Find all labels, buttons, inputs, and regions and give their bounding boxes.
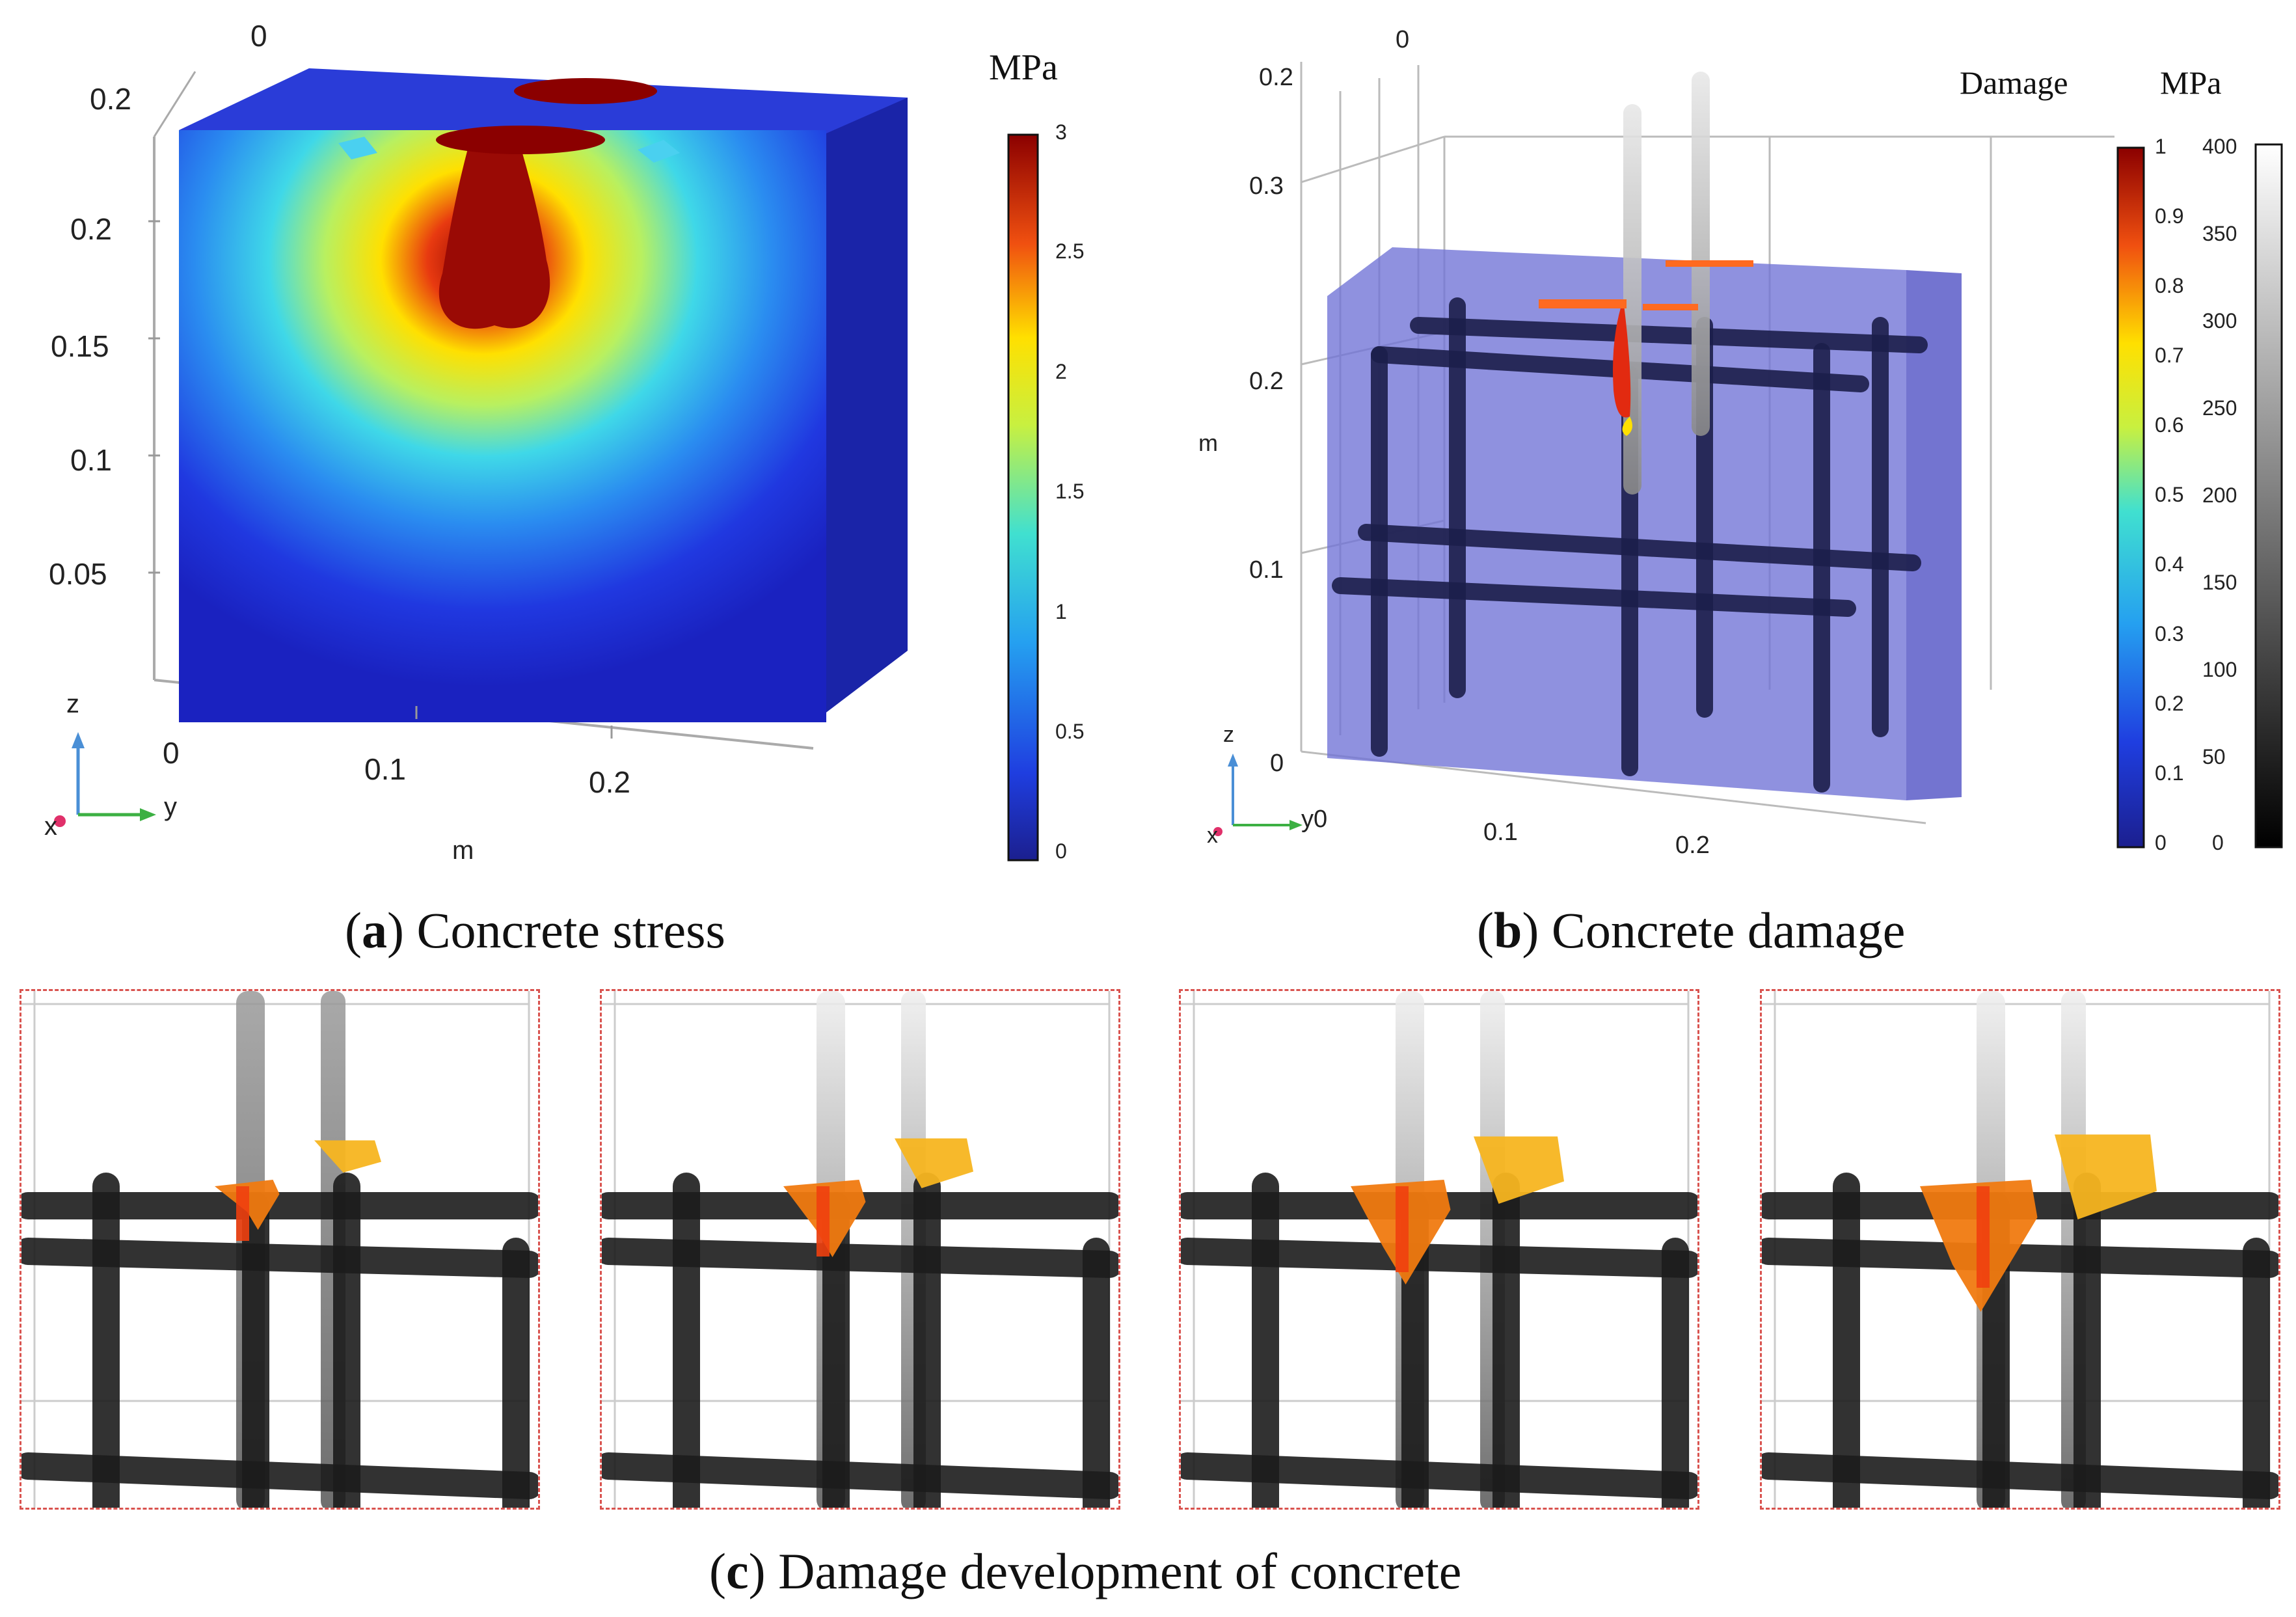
panel-b-y-tick: 0.2: [1675, 832, 1710, 859]
panel-b-damage-tick: 0.9: [2155, 204, 2184, 228]
panel-a-colorbar-tick: 1: [1055, 600, 1067, 623]
panel-b-steel-tick: 250: [2202, 396, 2237, 420]
panel-a-colorbar-tick: 0.5: [1055, 720, 1085, 743]
panel-b-y-origin: y0: [1301, 806, 1328, 833]
panel-b-z-tick: 0.2: [1259, 64, 1293, 91]
panel-a-axis-unit: m: [452, 836, 474, 865]
panel-b-z-tick: 0: [1270, 750, 1284, 777]
panel-b-triad-z: z: [1223, 722, 1234, 747]
panel-b-z-tick: 0.3: [1249, 172, 1284, 200]
panel-b-damage-title: Damage: [1960, 64, 2068, 101]
panel-a-z-tick: 0.2: [90, 82, 131, 116]
panel-a-colorbar-tick: 1.5: [1055, 480, 1085, 503]
panel-b-damage-tick: 0: [2155, 831, 2167, 854]
panel-b-damage-tick: 0.1: [2155, 761, 2184, 785]
panel-a-plot: [54, 68, 1039, 862]
panel-b-plot: [1213, 62, 2283, 849]
damage-stage-3: [1179, 989, 1699, 1510]
panel-b-steel-tick: 200: [2202, 483, 2237, 507]
panel-a-colorbar-tick: 0: [1055, 839, 1067, 863]
panel-a-triad-z: z: [66, 690, 79, 718]
panel-b-damage-tick: 0.8: [2155, 274, 2184, 297]
panel-b-steel-tick: 400: [2202, 135, 2237, 158]
panel-b-steel-tick: 50: [2202, 745, 2226, 768]
panel-b-damage-tick: 0.3: [2155, 622, 2184, 645]
panel-a-z-tick: 0.1: [70, 443, 112, 477]
panel-b-steel-tick: 100: [2202, 658, 2237, 681]
panel-a-caption: (a) Concrete stress: [345, 902, 725, 958]
panel-a-top-tick: 0: [250, 19, 267, 53]
panel-b-top-tick: 0: [1396, 26, 1410, 53]
damage-stage-4-drawing: [1762, 991, 2278, 1508]
panel-b-axis-unit-z: m: [1198, 429, 1218, 456]
panel-b-damage-tick: 0.7: [2155, 344, 2184, 367]
panel-b-steel-tick: 300: [2202, 309, 2237, 333]
panel-c-caption-text: Damage development of concrete: [778, 1543, 1462, 1599]
panel-a-z-tick: 0.15: [51, 329, 109, 363]
panel-a-colorbar-unit: MPa: [989, 48, 1058, 88]
panel-b-y-tick: 0.1: [1483, 819, 1518, 846]
panel-a-caption-text: Concrete stress: [416, 902, 725, 958]
panel-b-steel-unit: MPa: [2160, 64, 2222, 101]
panel-a-y-tick: 0.1: [364, 752, 406, 786]
panel-a-colorbar-tick: 2: [1055, 360, 1067, 383]
panel-a-colorbar-tick: 2.5: [1055, 239, 1085, 263]
panel-b-steel-tick: 150: [2202, 571, 2237, 594]
panel-a-caption-letter: a: [361, 902, 387, 958]
panel-b-damage-tick: 0.5: [2155, 483, 2184, 506]
damage-stage-3-drawing: [1181, 991, 1697, 1508]
panel-a-z-tick: 0.2: [70, 212, 112, 246]
damage-stage-1: [20, 989, 540, 1510]
panel-b-damage-tick: 0.2: [2155, 692, 2184, 715]
panel-b-damage-tick: 0.4: [2155, 552, 2184, 576]
panel-b-z-tick: 0.2: [1249, 368, 1284, 395]
panel-a-y-tick: 0.2: [589, 765, 630, 799]
panel-b-damage-tick: 0.6: [2155, 413, 2184, 437]
panel-b-caption-text: Concrete damage: [1551, 902, 1906, 958]
damage-stage-1-drawing: [21, 991, 538, 1508]
damage-stage-4: [1760, 989, 2280, 1510]
panel-b-caption: (b) Concrete damage: [1477, 902, 1906, 958]
damage-stage-2-drawing: [602, 991, 1118, 1508]
panel-a-triad-y: y: [164, 793, 177, 821]
panel-b-steel-tick: 350: [2202, 222, 2237, 245]
panel-a-triad-x: x: [44, 812, 57, 841]
panel-a-colorbar-tick: 3: [1055, 120, 1067, 144]
panel-b: 0 0.2 0.3 0.2 0.1 0 m y0 0.1 0.2 Damage …: [1145, 0, 2296, 898]
panel-a-y-tick: 0: [163, 736, 180, 770]
panel-c-caption-letter: c: [725, 1543, 749, 1599]
panel-a-z-tick: 0.05: [49, 557, 107, 591]
panel-b-z-tick: 0.1: [1249, 556, 1284, 584]
panel-b-caption-letter: b: [1493, 902, 1522, 958]
panel-c-caption: (c) Damage development of concrete: [709, 1543, 1462, 1599]
damage-stage-2: [600, 989, 1120, 1510]
panel-b-triad-x: x: [1207, 823, 1218, 848]
panel-b-steel-tick: 0: [2212, 831, 2224, 854]
panel-b-damage-tick: 1: [2155, 135, 2167, 158]
panel-a: 0 0.2 0.2 0.15 0.1 0.05 0 0.1 0.2 m MPa …: [0, 0, 1119, 898]
